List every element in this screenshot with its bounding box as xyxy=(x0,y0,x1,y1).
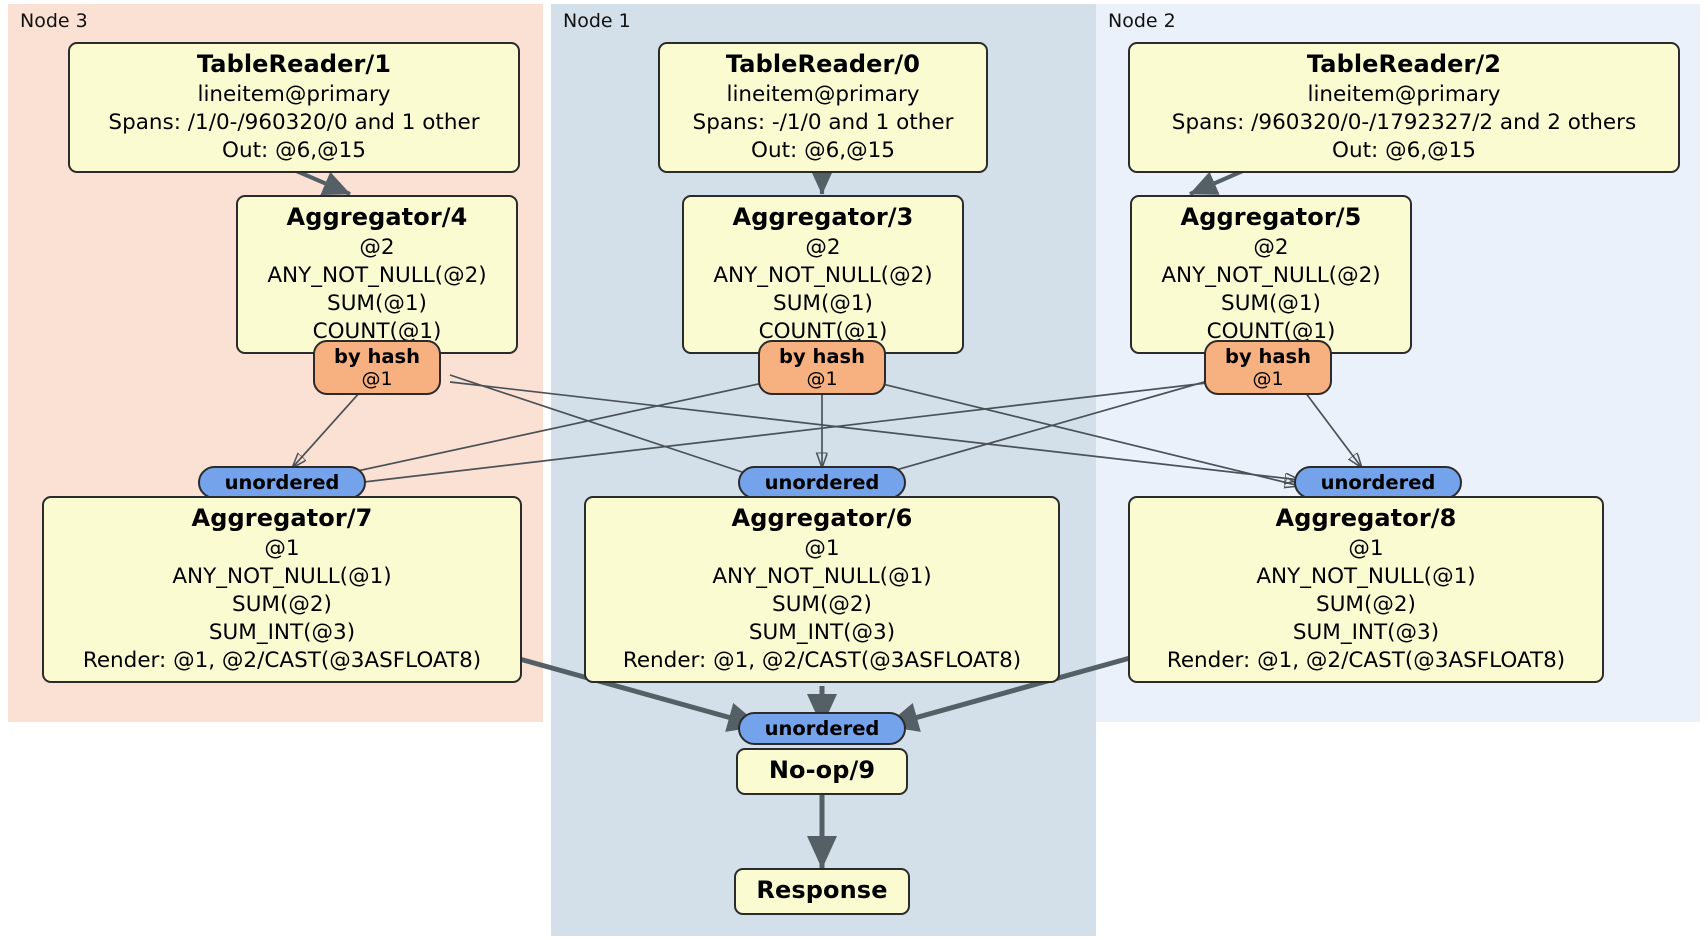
processor-title: Aggregator/3 xyxy=(732,203,914,231)
processor-line: ANY_NOT_NULL(@1) xyxy=(1256,564,1476,590)
processor-box-noop-9[interactable]: No-op/9 xyxy=(736,748,908,796)
processor-line: Render: @1, @2/CAST(@3ASFLOAT8) xyxy=(82,647,482,673)
processor-line: SUM_INT(@3) xyxy=(1292,620,1440,645)
processor-line: @2 xyxy=(1253,235,1289,261)
unordered-synchronizer-final[interactable]: unordered xyxy=(738,712,906,745)
processor-line: Out: @6,@15 xyxy=(222,138,366,164)
node-panel-label-node3: Node 3 xyxy=(20,10,88,32)
processor-line: Render: @1, @2/CAST(@3ASFLOAT8) xyxy=(1166,647,1566,673)
processor-title: Aggregator/8 xyxy=(1275,504,1457,532)
synchronizer-label: unordered xyxy=(764,717,880,740)
processor-line: SUM(@2) xyxy=(1316,592,1416,618)
processor-line: ANY_NOT_NULL(@2) xyxy=(713,263,933,289)
processor-title: TableReader/1 xyxy=(196,50,392,78)
processor-line: @2 xyxy=(805,235,841,261)
hash-router-column: @1 xyxy=(806,368,838,390)
synchronizer-label: unordered xyxy=(224,471,340,494)
hash-router-node2[interactable]: by hash @1 xyxy=(1204,340,1332,396)
processor-line: SUM(@1) xyxy=(1221,291,1321,317)
processor-box-tablereader-2[interactable]: TableReader/2 lineitem@primary Spans: /9… xyxy=(1128,42,1680,173)
processor-line: SUM(@2) xyxy=(232,592,332,618)
hash-router-label: by hash xyxy=(779,345,865,368)
node-panel-label-node2: Node 2 xyxy=(1108,10,1176,32)
processor-line: @2 xyxy=(359,235,395,261)
processor-line: Spans: /1/0-/960320/0 and 1 other xyxy=(108,110,480,136)
processor-line: Spans: -/1/0 and 1 other xyxy=(692,110,954,136)
processor-line: @1 xyxy=(804,536,840,562)
hash-router-label: by hash xyxy=(1225,345,1311,368)
hash-router-node1[interactable]: by hash @1 xyxy=(758,340,886,396)
processor-line: SUM(@1) xyxy=(773,291,873,317)
processor-line: @1 xyxy=(1348,536,1384,562)
synchronizer-label: unordered xyxy=(1320,471,1436,494)
processor-line: ANY_NOT_NULL(@2) xyxy=(267,263,487,289)
processor-box-tablereader-1[interactable]: TableReader/1 lineitem@primary Spans: /1… xyxy=(68,42,520,173)
processor-line: Out: @6,@15 xyxy=(751,138,895,164)
processor-title: Aggregator/7 xyxy=(191,504,373,532)
processor-line: lineitem@primary xyxy=(726,82,920,108)
processor-line: COUNT(@1) xyxy=(1206,319,1336,344)
processor-title: Response xyxy=(756,876,888,904)
hash-router-label: by hash xyxy=(334,345,420,368)
processor-line: ANY_NOT_NULL(@1) xyxy=(172,564,392,590)
processor-title: No-op/9 xyxy=(768,756,876,784)
processor-box-aggregator-8[interactable]: Aggregator/8 @1 ANY_NOT_NULL(@1) SUM(@2)… xyxy=(1128,496,1604,683)
hash-router-node3[interactable]: by hash @1 xyxy=(313,340,441,396)
processor-box-aggregator-5[interactable]: Aggregator/5 @2 ANY_NOT_NULL(@2) SUM(@1)… xyxy=(1130,195,1412,354)
processor-line: COUNT(@1) xyxy=(312,319,442,344)
processor-line: Render: @1, @2/CAST(@3ASFLOAT8) xyxy=(622,647,1022,673)
processor-line: lineitem@primary xyxy=(1307,82,1501,108)
processor-line: lineitem@primary xyxy=(197,82,391,108)
processor-box-response[interactable]: Response xyxy=(734,868,910,916)
processor-title: TableReader/2 xyxy=(1306,50,1502,78)
processor-line: SUM_INT(@3) xyxy=(748,620,896,645)
processor-line: Spans: /960320/0-/1792327/2 and 2 others xyxy=(1171,110,1637,136)
processor-line: ANY_NOT_NULL(@1) xyxy=(712,564,932,590)
processor-line: ANY_NOT_NULL(@2) xyxy=(1161,263,1381,289)
processor-box-aggregator-4[interactable]: Aggregator/4 @2 ANY_NOT_NULL(@2) SUM(@1)… xyxy=(236,195,518,354)
processor-title: TableReader/0 xyxy=(725,50,921,78)
processor-line: SUM(@1) xyxy=(327,291,427,317)
processor-title: Aggregator/6 xyxy=(731,504,913,532)
processor-line: SUM_INT(@3) xyxy=(208,620,356,645)
processor-box-aggregator-3[interactable]: Aggregator/3 @2 ANY_NOT_NULL(@2) SUM(@1)… xyxy=(682,195,964,354)
processor-title: Aggregator/5 xyxy=(1180,203,1362,231)
synchronizer-label: unordered xyxy=(764,471,880,494)
processor-box-tablereader-0[interactable]: TableReader/0 lineitem@primary Spans: -/… xyxy=(658,42,988,173)
node-panel-label-node1: Node 1 xyxy=(563,10,631,32)
hash-router-column: @1 xyxy=(361,368,393,390)
processor-line: @1 xyxy=(264,536,300,562)
processor-box-aggregator-7[interactable]: Aggregator/7 @1 ANY_NOT_NULL(@1) SUM(@2)… xyxy=(42,496,522,683)
processor-line: SUM(@2) xyxy=(772,592,872,618)
unordered-synchronizer-node2[interactable]: unordered xyxy=(1294,466,1462,499)
processor-box-aggregator-6[interactable]: Aggregator/6 @1 ANY_NOT_NULL(@1) SUM(@2)… xyxy=(584,496,1060,683)
processor-line: COUNT(@1) xyxy=(758,319,888,344)
hash-router-column: @1 xyxy=(1252,368,1284,390)
processor-title: Aggregator/4 xyxy=(286,203,468,231)
unordered-synchronizer-node3[interactable]: unordered xyxy=(198,466,366,499)
unordered-synchronizer-node1[interactable]: unordered xyxy=(738,466,906,499)
processor-line: Out: @6,@15 xyxy=(1332,138,1476,164)
